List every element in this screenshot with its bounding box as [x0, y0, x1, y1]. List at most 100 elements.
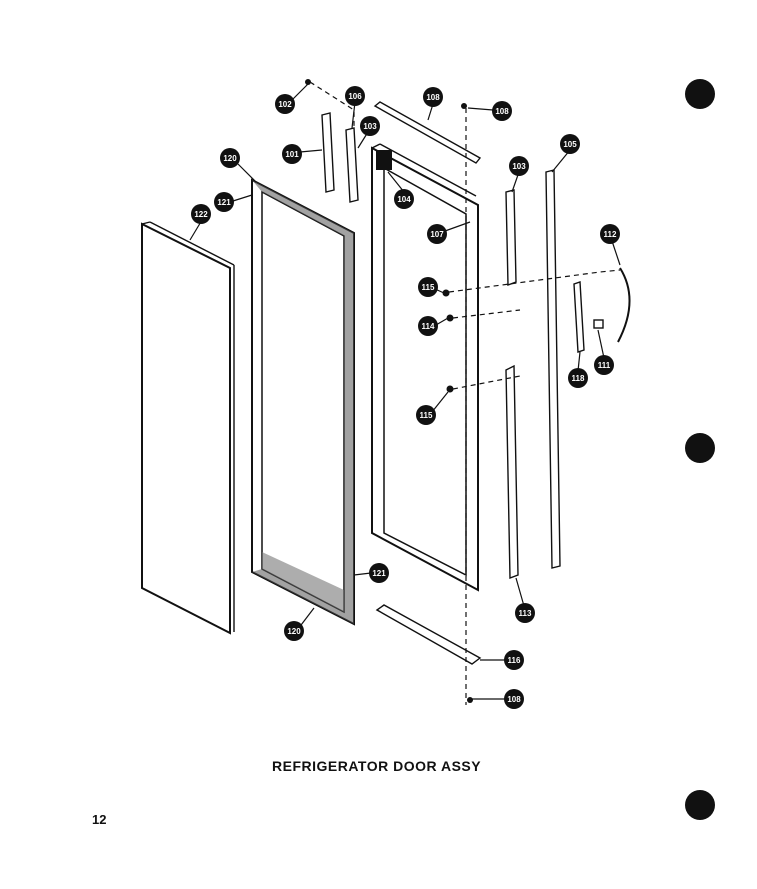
callout-bubble	[345, 86, 365, 106]
callout-label: 108	[426, 93, 440, 102]
callout-bubble	[220, 148, 240, 168]
callout-108: 108	[492, 101, 512, 121]
outer-door-panel-edge	[149, 221, 235, 266]
callout-111: 111	[594, 355, 614, 375]
binder-hole	[685, 433, 715, 463]
assembly-line	[309, 81, 355, 130]
callout-bubble	[369, 563, 389, 583]
callout-label: 107	[430, 230, 444, 239]
screw	[467, 697, 473, 703]
callout-label: 121	[217, 198, 231, 207]
callout-bubble	[568, 368, 588, 388]
door-handle-strip-101	[321, 112, 335, 193]
callout-bubble	[492, 101, 512, 121]
callout-label: 112	[604, 230, 617, 239]
diagram-caption: REFRIGERATOR DOOR ASSY	[272, 758, 482, 774]
callout-label: 111	[598, 361, 611, 370]
door-trim-108	[505, 189, 517, 287]
callout-label: 103	[512, 162, 526, 171]
callout-label: 114	[422, 322, 435, 331]
callout-bubble	[515, 603, 535, 623]
door-hinge-strip	[545, 169, 561, 569]
outer-door-panel	[141, 222, 231, 635]
callout-121: 121	[369, 563, 389, 583]
callout-bubble	[504, 650, 524, 670]
callout-108: 108	[504, 689, 524, 709]
callout-103: 103	[509, 156, 529, 176]
callout-label: 108	[507, 695, 521, 704]
callout-bubble	[560, 134, 580, 154]
callout-114: 114	[418, 316, 438, 336]
callout-112: 112	[600, 224, 620, 244]
callout-104: 104	[394, 189, 414, 209]
callout-115: 115	[418, 277, 438, 297]
callout-bubble	[509, 156, 529, 176]
callout-bubble	[594, 355, 614, 375]
callout-107: 107	[427, 224, 447, 244]
callout-122: 122	[191, 204, 211, 224]
callout-101: 101	[282, 144, 302, 164]
callout-label: 122	[194, 210, 208, 219]
callout-label: 108	[495, 107, 509, 116]
callout-bubble	[284, 621, 304, 641]
door-spring	[617, 267, 631, 343]
callout-label: 106	[348, 92, 362, 101]
callout-108: 108	[423, 87, 443, 107]
screw	[305, 79, 311, 85]
callout-118: 118	[568, 368, 588, 388]
callout-bubble	[282, 144, 302, 164]
callout-label: 104	[397, 195, 411, 204]
callout-bubble	[275, 94, 295, 114]
callout-bubble	[191, 204, 211, 224]
callout-label: 113	[519, 609, 532, 618]
callout-116: 116	[504, 650, 524, 670]
callout-115: 115	[416, 405, 436, 425]
fastener	[446, 314, 454, 322]
callout-bubble	[416, 405, 436, 425]
outer-door-panel-edge	[141, 221, 151, 225]
page-number: 12	[92, 812, 107, 827]
callout-label: 101	[285, 150, 299, 159]
assembly-line	[452, 309, 521, 319]
assembly-line	[452, 375, 521, 390]
callout-bubble	[600, 224, 620, 244]
door-liner-frame	[371, 143, 479, 592]
screw	[461, 103, 467, 109]
callout-103: 103	[360, 116, 380, 136]
callout-120: 120	[220, 148, 240, 168]
fastener	[442, 289, 450, 297]
callout-121: 121	[214, 192, 234, 212]
callout-label: 120	[223, 154, 237, 163]
binder-hole	[685, 790, 715, 820]
callout-label: 115	[422, 283, 435, 292]
small-plate	[593, 319, 604, 329]
door-trim-106	[345, 127, 359, 203]
callout-bubble	[427, 224, 447, 244]
bottom-door-trim	[375, 604, 482, 665]
callout-bubble	[423, 87, 443, 107]
callout-102: 102	[275, 94, 295, 114]
callout-label: 121	[372, 569, 386, 578]
callout-bubble	[418, 316, 438, 336]
fastener	[446, 385, 454, 393]
top-door-trim	[373, 101, 482, 164]
assembly-line	[448, 269, 621, 293]
binder-hole	[685, 79, 715, 109]
callout-label: 116	[508, 656, 521, 665]
callout-label: 120	[287, 627, 301, 636]
callout-group: 102 106 103 101 108 108 105 103 104 120 121 122 107 1…	[191, 86, 620, 709]
door-gasket-frame	[251, 178, 355, 626]
callout-label: 103	[363, 122, 377, 131]
door-trim-113	[505, 364, 519, 580]
callout-106: 106	[345, 86, 365, 106]
callout-bubble	[214, 192, 234, 212]
callout-label: 115	[420, 411, 433, 420]
callout-105: 105	[560, 134, 580, 154]
hinge-bracket	[573, 281, 585, 353]
callout-bubble	[504, 689, 524, 709]
callout-label: 102	[278, 100, 292, 109]
callout-label: 118	[572, 374, 585, 383]
callout-113: 113	[515, 603, 535, 623]
